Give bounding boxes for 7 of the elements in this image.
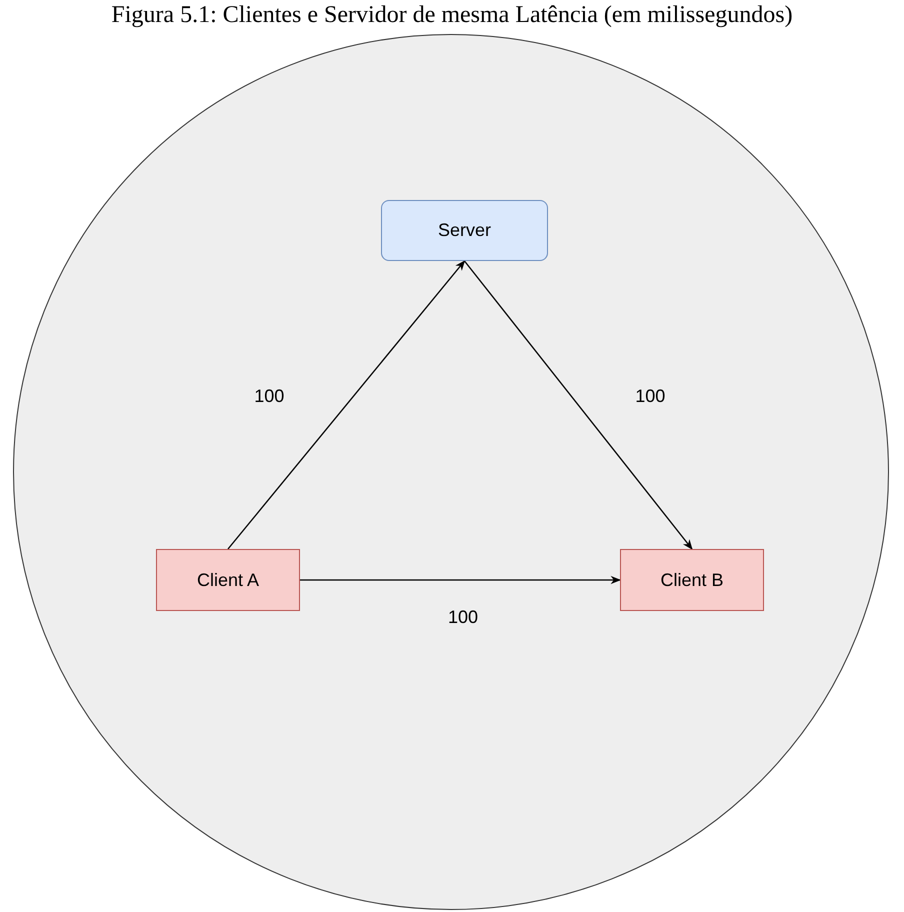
process-box: Server — [381, 200, 548, 261]
arrow — [464, 260, 693, 550]
process-box: Client A — [156, 549, 300, 611]
process-box: Client B — [620, 549, 764, 611]
figure-title: Figura 5.1: Clientes e Servidor de mesma Latência (em milissegundos) — [110, 2, 794, 29]
arrow — [300, 576, 622, 584]
arrow — [228, 260, 466, 550]
